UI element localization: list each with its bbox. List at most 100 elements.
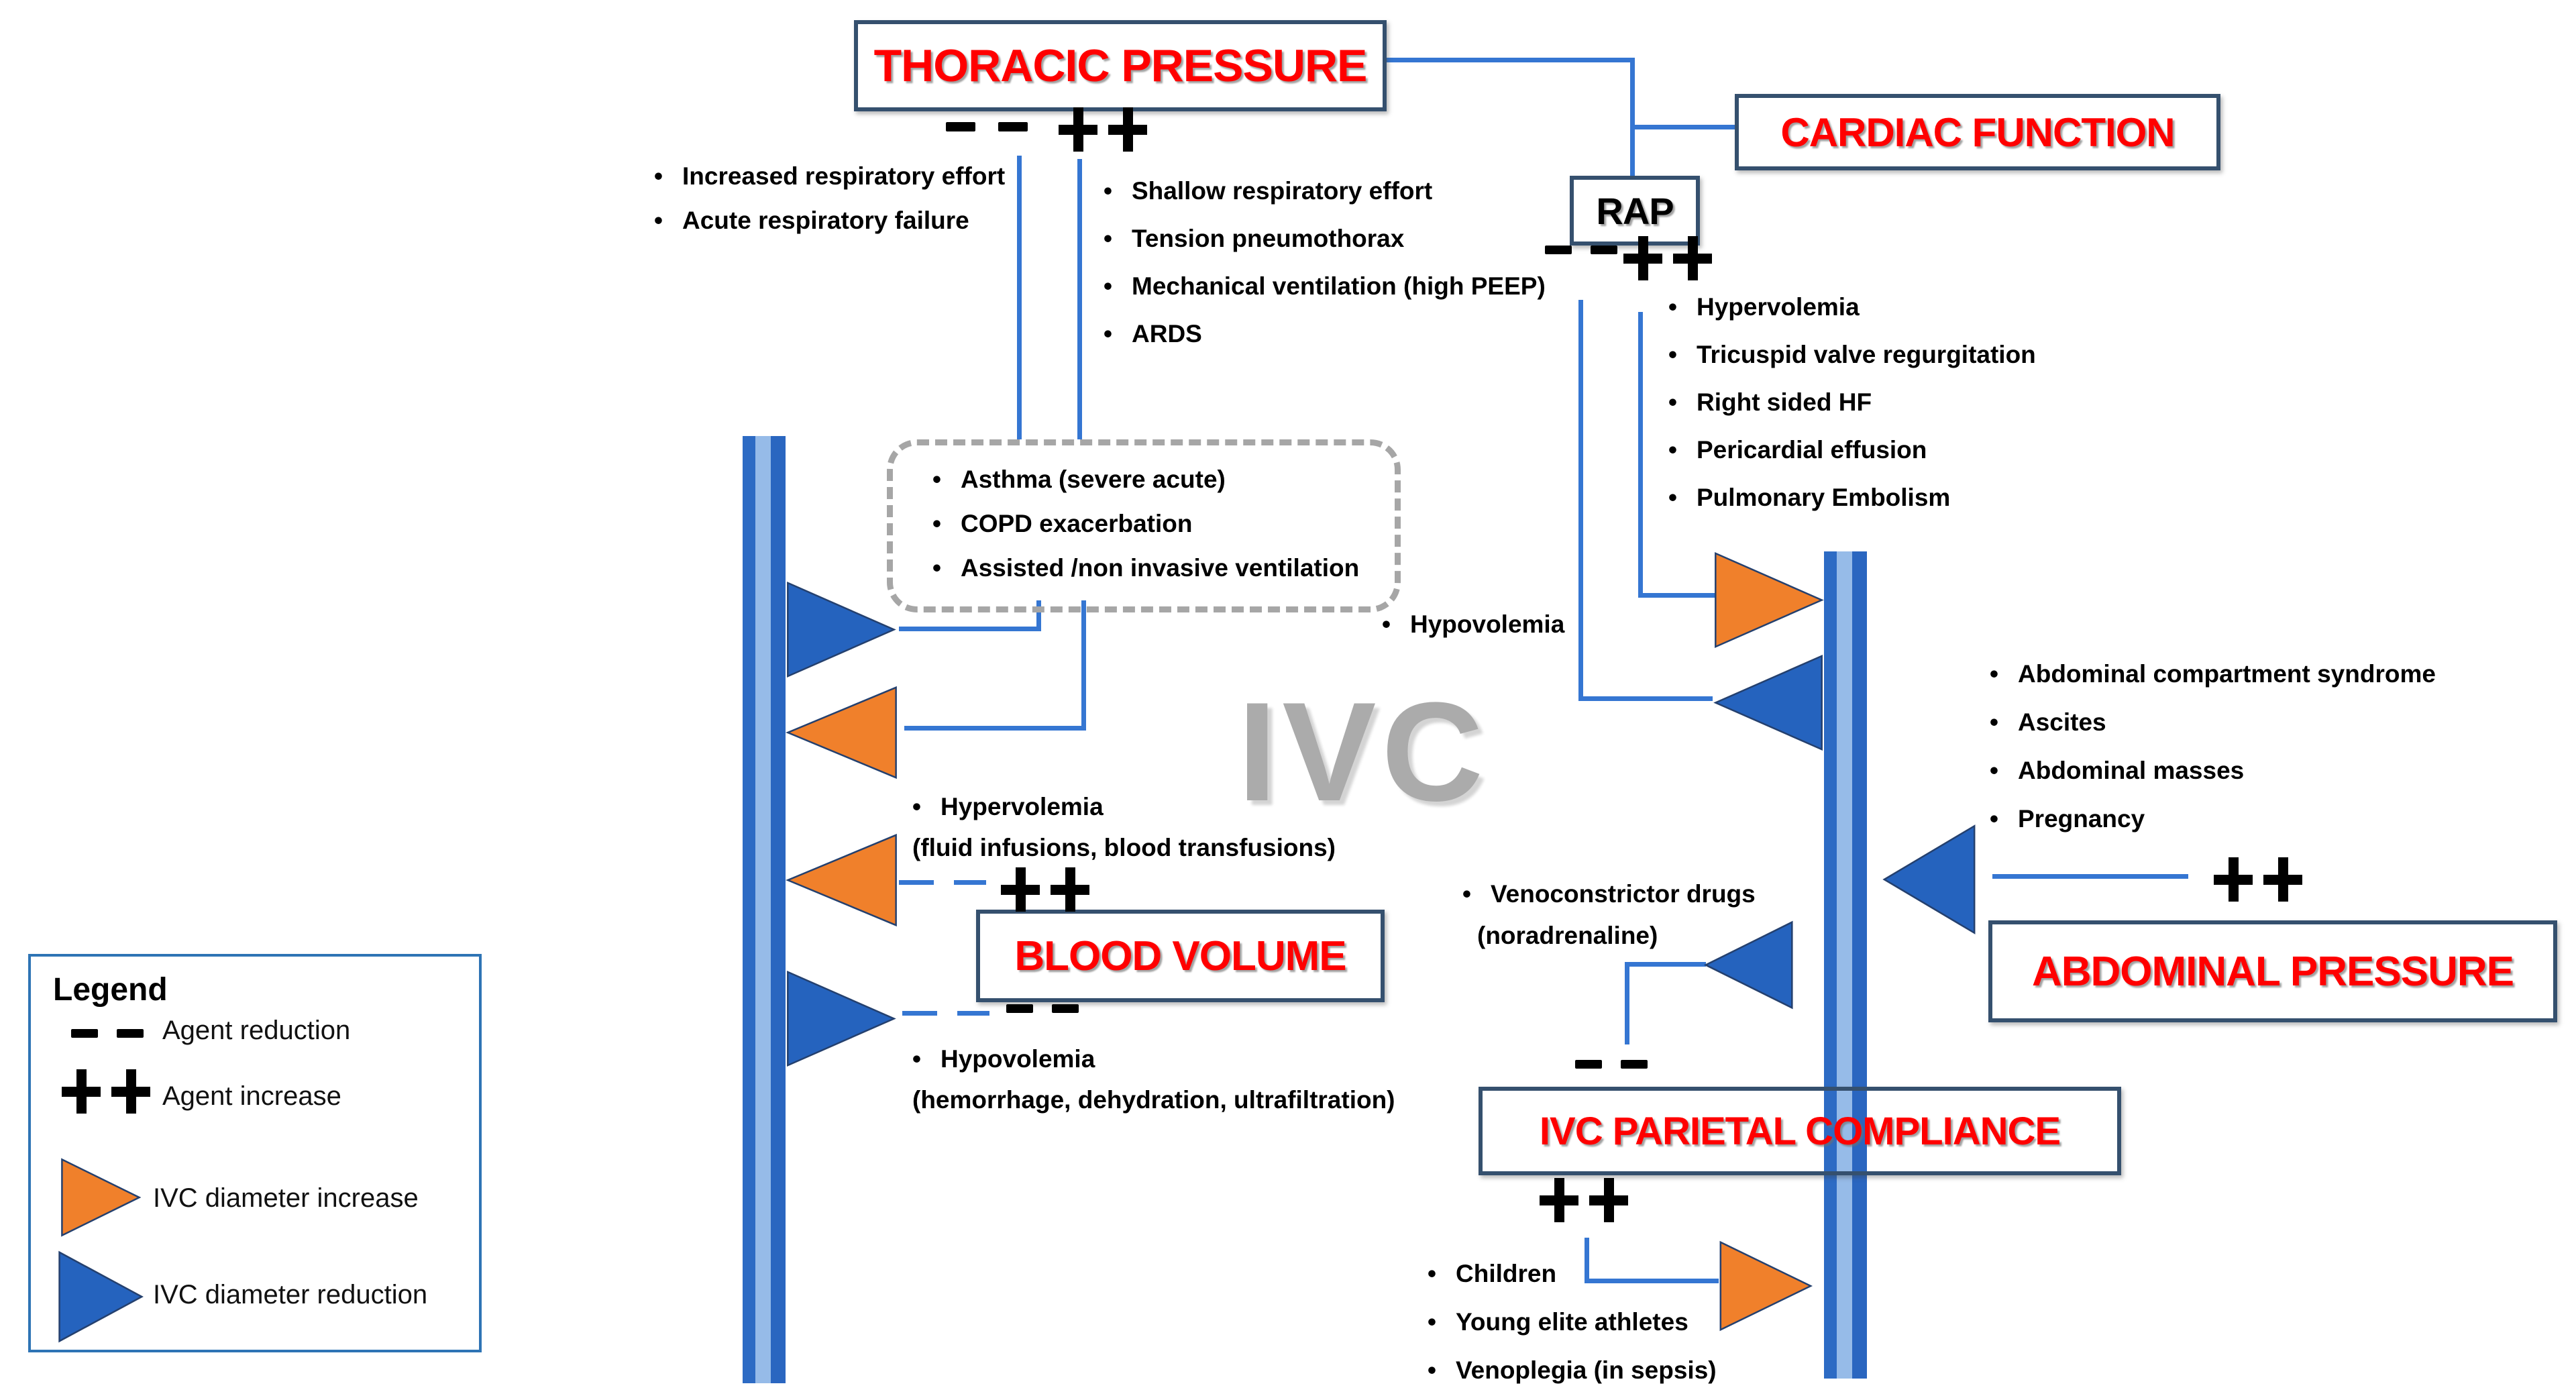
list-item: •Abdominal compartment syndrome [1990,659,2436,690]
cardiac-to-rap-line [1630,58,1635,176]
agent-increase-symbol [62,1069,161,1114]
bullet-icon: • [1990,708,1998,736]
list-item: •Mechanical ventilation (high PEEP) [1104,271,1546,302]
agent-increase-symbol [2214,857,2313,902]
list-item: •ARDS [1104,319,1546,350]
bullet-icon: • [912,1045,921,1073]
bullet-icon: • [1668,293,1677,321]
blood-volume-box: BLOOD VOLUME [976,910,1385,1002]
abdominal-increase-causes: •Abdominal compartment syndrome •Ascites… [1990,659,2436,852]
bullet-icon: • [1104,320,1112,347]
abdominal-pressure-box: ABDOMINAL PRESSURE [1988,920,2557,1022]
rap-increase-causes: •Hypervolemia •Tricuspid valve regurgita… [1668,292,2036,530]
legend-agent-increase-label: Agent increase [162,1081,341,1111]
ivc-diameter-increase-arrow [1713,551,1824,649]
list-item: •Pericardial effusion [1668,435,2036,466]
list-item: (fluid infusions, blood transfusions) [912,834,1336,861]
agent-increase-symbol [1059,107,1158,152]
list-item: •Children [1428,1258,1717,1289]
legend-agent-reduction-label: Agent reduction [162,1016,351,1045]
ivc-diameter-reduction-arrow [1704,920,1794,1010]
thoracic-plus-drop-line [1077,159,1082,439]
cardiac-function-box: CARDIAC FUNCTION [1735,94,2220,170]
ivc-diameter-reduction-arrow [58,1250,144,1343]
thoracic-shared-causes: •Asthma (severe acute) •COPD exacerbatio… [932,464,1359,597]
list-item: •Pulmonary Embolism [1668,482,2036,513]
thoracic-increase-causes: •Shallow respiratory effort •Tension pne… [1104,176,1546,366]
list-item: •Assisted /non invasive ventilation [932,553,1359,584]
bullet-icon: • [1668,388,1677,416]
shared-to-blue-line-v [1036,600,1041,631]
bullet-icon: • [1668,484,1677,511]
bullet-icon: • [1462,880,1471,908]
bullet-icon: • [1104,272,1112,300]
list-item: •COPD exacerbation [932,508,1359,539]
agent-reduction-symbol [1006,1004,1097,1013]
list-item: •Tricuspid valve regurgitation [1668,339,2036,370]
bullet-icon: • [932,510,941,537]
ivc-parietal-compliance-title: IVC PARIETAL COMPLIANCE [1539,1109,2061,1153]
thoracic-pressure-box: THORACIC PRESSURE [854,20,1387,111]
bullet-icon: • [654,207,663,234]
list-item: •Hypervolemia [912,792,1336,822]
rap-plus-to-orange-line [1638,593,1715,598]
agent-increase-symbol [1623,236,1723,280]
list-item: (noradrenaline) [1477,922,1658,949]
list-item: •Abdominal masses [1990,755,2436,786]
ivc-diameter-reduction-arrow [786,970,896,1067]
bullet-icon: • [1668,436,1677,464]
list-item: •Right sided HF [1668,387,2036,418]
list-item: •Shallow respiratory effort [1104,176,1546,207]
blood-increase-causes: •Hypervolemia (fluid infusions, blood tr… [912,792,1336,873]
legend-title: Legend [53,972,168,1008]
legend-ivc-reduction-label: IVC diameter reduction [153,1280,428,1309]
blood-plus-dash-line [899,880,986,885]
shared-to-orange-line-v [1081,600,1086,729]
rap-decrease-causes: •Hypovolemia [1382,609,1564,640]
ivc-diameter-increase-arrow [786,686,898,779]
bullet-icon: • [1382,610,1391,638]
compliance-minus-line-h [1627,962,1706,967]
list-item: •Acute respiratory failure [654,205,1005,236]
abdominal-pressure-title: ABDOMINAL PRESSURE [2031,948,2514,995]
list-item: •Hypovolemia [1382,609,1564,640]
bullet-icon: • [654,162,663,190]
bullet-icon: • [912,793,921,820]
blood-decrease-causes: •Hypovolemia (hemorrhage, dehydration, u… [912,1044,1395,1126]
list-item: •Ascites [1990,707,2436,738]
list-item: •Tension pneumothorax [1104,223,1546,254]
list-item: •Venoplegia (in sepsis) [1428,1355,1717,1386]
compliance-increase-causes: •Children •Young elite athletes •Venople… [1428,1258,1717,1398]
ivc-parietal-compliance-box: IVC PARIETAL COMPLIANCE [1479,1087,2121,1175]
thoracic-to-cardiac-line [1377,58,1634,62]
agent-reduction-symbol [1545,246,1636,254]
bullet-icon: • [1990,660,1998,688]
ivc-left-wall [743,436,786,1383]
list-item: •Hypovolemia [912,1044,1395,1075]
list-item: •Asthma (severe acute) [932,464,1359,495]
rap-box: RAP [1570,176,1700,246]
ivc-diameter-increase-arrow [60,1158,141,1237]
abdominal-to-blue-line [1992,874,2188,879]
shared-to-orange-line-h [904,726,1086,731]
ivc-diameter-reduction-arrow [1882,824,1976,935]
cardiac-branch-line [1630,125,1735,129]
blood-volume-title: BLOOD VOLUME [1014,932,1346,979]
ivc-diameter-increase-arrow [1719,1240,1813,1332]
shared-to-blue-line-h [899,627,1041,631]
ivc-right-wall [1824,551,1867,1379]
bullet-icon: • [1428,1260,1436,1287]
compliance-minus-line-v [1625,962,1629,1044]
agent-reduction-symbol [71,1029,162,1038]
rap-plus-drop-line [1638,312,1643,596]
legend-box: Legend Agent reduction Agent increase IV… [28,954,482,1352]
rap-minus-drop-line [1578,300,1583,699]
bullet-icon: • [932,466,941,493]
list-item: •Increased respiratory effort [654,161,1005,192]
compliance-plus-line-v [1585,1238,1589,1283]
agent-increase-symbol [1001,867,1100,912]
list-item: •Venoconstrictor drugs [1462,879,1756,910]
compliance-plus-line-h [1585,1279,1719,1283]
agent-reduction-symbol [946,122,1051,131]
ivc-lumen-label: IVC [1238,673,1489,830]
